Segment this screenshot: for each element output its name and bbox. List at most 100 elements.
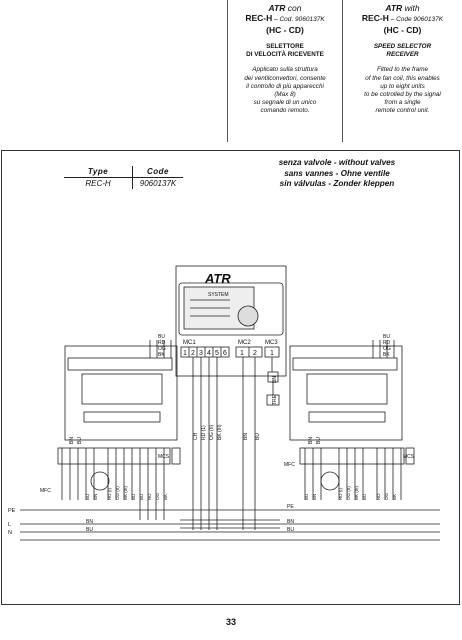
- right-motor-icon: [320, 471, 340, 491]
- right-unit-box: [289, 345, 403, 441]
- svg-text:BN: BN: [308, 437, 314, 444]
- caption-line-3: sin válvulas - Zonder kleppen: [279, 179, 395, 188]
- atr-knob-icon: [237, 305, 259, 327]
- type-code-table: Type Code REC-H 9060137K: [64, 166, 183, 189]
- svg-text:BN: BN: [272, 376, 278, 383]
- svg-text:BU: BU: [85, 494, 90, 500]
- model-line-it: REC-H – Cod. 9060137K: [245, 13, 325, 23]
- svg-text:RD: RD: [158, 340, 166, 346]
- type-value: REC-H: [85, 179, 111, 188]
- code-header: Code: [132, 166, 183, 178]
- product-line-en: ATR with: [385, 3, 420, 13]
- right-pe-label: PE: [287, 504, 294, 510]
- l-label: L: [8, 522, 11, 528]
- code-value: 9060137K: [132, 177, 183, 189]
- right-connector-row: [308, 411, 386, 423]
- svg-text:BU: BU: [131, 494, 136, 500]
- mc3-label: MC3: [265, 340, 278, 346]
- remote-label-it: (HC - CD): [266, 25, 304, 35]
- svg-text:BU: BU: [362, 494, 367, 500]
- mc2-label: MC2: [238, 340, 251, 346]
- page-number: 33: [225, 617, 236, 627]
- model-line-en: REC-H – Code 9060137K: [361, 13, 444, 23]
- left-motor-icon: [90, 471, 110, 491]
- svg-text:RD (I): RD (I): [338, 488, 343, 500]
- svg-text:BU: BU: [383, 334, 390, 340]
- svg-text:OG (II): OG (II): [346, 486, 351, 500]
- left-terminal-strip: [67, 357, 173, 371]
- n-label: N: [8, 530, 12, 536]
- column-divider-right: [342, 0, 343, 142]
- pe-label: PE: [8, 508, 16, 514]
- svg-text:3: 3: [199, 350, 203, 357]
- svg-text:RD: RD: [147, 493, 152, 500]
- svg-text:OG: OG: [384, 492, 389, 500]
- subtitle-en: SPEED SELECTOR RECEIVER: [373, 43, 432, 59]
- svg-text:OG: OG: [158, 346, 166, 352]
- svg-text:1: 1: [270, 350, 274, 357]
- atr-label: ATR: [204, 271, 231, 286]
- caption-line-2: sans vannes - Ohne ventile: [284, 168, 390, 178]
- svg-text:OG (II): OG (II): [115, 486, 120, 500]
- language-caption: senza valvole - without valves sans vann…: [252, 158, 422, 190]
- svg-text:BK (III): BK (III): [217, 424, 223, 440]
- svg-text:BN: BN: [243, 433, 249, 440]
- svg-text:RD: RD: [383, 340, 391, 346]
- left-motor-board: [81, 373, 163, 405]
- right-mcs-label: MCS: [403, 454, 415, 460]
- svg-text:BU: BU: [287, 527, 294, 533]
- atr-receiver: [178, 282, 284, 336]
- svg-text:1: 1: [240, 350, 244, 357]
- svg-text:BU: BU: [255, 433, 261, 440]
- svg-text:2: 2: [253, 350, 257, 357]
- svg-text:BK: BK: [163, 494, 168, 500]
- svg-text:BU: BU: [86, 527, 93, 533]
- svg-text:BN: BN: [69, 437, 75, 444]
- product-line-it: ATR con: [268, 3, 302, 13]
- svg-text:OG: OG: [155, 492, 160, 500]
- svg-text:CH: CH: [193, 432, 199, 440]
- atr-box: [175, 265, 287, 377]
- svg-text:BK: BK: [158, 352, 165, 358]
- left-mfc-label: MFC: [40, 488, 51, 494]
- right-terminal-strip: [292, 357, 398, 371]
- svg-text:BK: BK: [383, 352, 390, 358]
- svg-text:BK: BK: [392, 494, 397, 500]
- svg-text:BU: BU: [139, 494, 144, 500]
- svg-text:OG: OG: [383, 346, 391, 352]
- subtitle-it: SELETTORE DI VELOCITÀ RICEVENTE: [246, 43, 324, 59]
- svg-text:5: 5: [215, 350, 219, 357]
- svg-text:BN: BN: [287, 519, 294, 525]
- description-it: Applicato sulla struttura dei ventilconv…: [244, 66, 326, 115]
- svg-text:RD (I): RD (I): [107, 488, 112, 500]
- svg-text:BN: BN: [86, 519, 93, 525]
- svg-text:BK (III): BK (III): [123, 485, 128, 500]
- svg-text:BU: BU: [158, 334, 165, 340]
- column-italian: ATR con REC-H – Cod. 9060137K (HC - CD) …: [228, 3, 342, 116]
- right-motor-board: [306, 373, 388, 405]
- mc1-label: MC1: [183, 340, 196, 346]
- tre-label: TRE: [272, 394, 278, 405]
- svg-text:BU: BU: [304, 494, 309, 500]
- svg-text:6: 6: [223, 350, 227, 357]
- right-mfc-label: MFC: [284, 462, 295, 468]
- diagram-frame: [1, 150, 460, 605]
- description-en: Fitted to the frame of the fan coil, thi…: [364, 66, 441, 115]
- svg-text:BN: BN: [312, 494, 317, 500]
- column-english: ATR with REC-H – Code 9060137K (HC - CD)…: [343, 3, 462, 116]
- type-header: Type: [64, 166, 133, 178]
- caption-line-1: senza valvole - without valves: [278, 158, 396, 167]
- svg-text:BU: BU: [77, 437, 83, 444]
- svg-text:BN: BN: [93, 494, 98, 500]
- remote-label-en: (HC - CD): [383, 25, 422, 35]
- svg-text:OG (II): OG (II): [209, 424, 215, 440]
- left-unit-box: [64, 345, 178, 441]
- svg-text:1: 1: [183, 350, 187, 357]
- left-connector-row: [83, 411, 161, 423]
- tre-block: [266, 394, 280, 406]
- svg-text:4: 4: [207, 350, 211, 357]
- svg-text:2: 2: [191, 350, 195, 357]
- svg-text:BK (III): BK (III): [354, 485, 359, 500]
- atr-brand: SYSTEM: [208, 292, 229, 298]
